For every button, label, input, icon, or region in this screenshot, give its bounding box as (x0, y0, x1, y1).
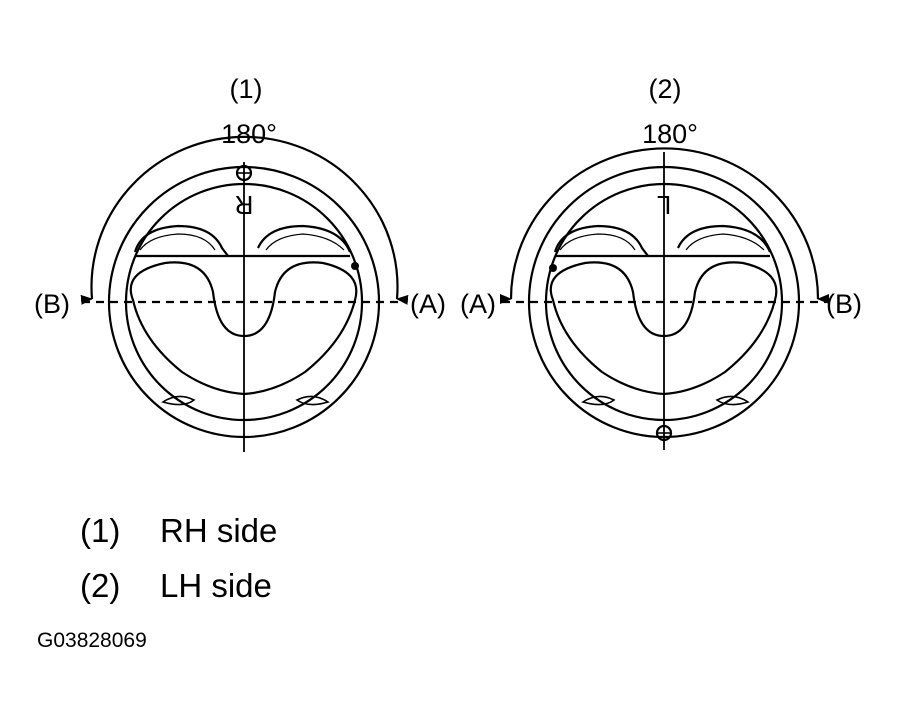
legend-text: LH side (160, 567, 272, 604)
valve-relief-left-2 (553, 224, 649, 257)
skirt-notch-left-1 (161, 395, 196, 406)
valve-relief-right-2 (676, 224, 772, 253)
diagram-1-angle: 180° (221, 119, 277, 149)
legend-item-rh: (1) RH side (80, 512, 277, 550)
diagram-2-left-label: (A) (460, 289, 496, 319)
relief-shade-1 (139, 233, 216, 251)
diagram-1-left-label: (B) (34, 289, 70, 319)
legend-item-lh: (2) LH side (80, 567, 272, 605)
rotation-arc-1 (80, 135, 409, 305)
dot-mark-1 (351, 262, 359, 270)
relief-shade-2 (559, 233, 636, 251)
relief-shade-2b (685, 233, 765, 251)
diagram-2-right-label: (B) (826, 289, 862, 319)
piston-lh: (2) 180° L (A) (B) (460, 74, 862, 450)
skirt-notch-left-2 (581, 395, 616, 406)
combustion-bowl-2 (549, 261, 778, 396)
piston-rh: (1) 180° R (B) (A) (34, 74, 446, 452)
diagram-1-right-label: (A) (410, 289, 446, 319)
skirt-notch-right-2 (715, 395, 750, 406)
legend-number: (1) (80, 512, 121, 549)
legend-number: (2) (80, 567, 121, 604)
diagram-1-number: (1) (230, 74, 263, 104)
combustion-bowl-1 (129, 261, 358, 396)
relief-shade-1b (265, 233, 345, 251)
stamp-letter-1: R (235, 190, 254, 220)
dot-mark-2 (549, 264, 557, 272)
figure-code: G03828069 (37, 629, 147, 652)
rotation-arc-2 (499, 147, 830, 304)
diagram-2-number: (2) (649, 74, 682, 104)
skirt-notch-right-1 (295, 395, 330, 406)
legend-text: RH side (160, 512, 278, 549)
stamp-letter-2: L (657, 190, 671, 220)
diagram-2-angle: 180° (642, 119, 698, 149)
valve-relief-right-1 (256, 224, 352, 253)
valve-relief-left-1 (133, 224, 229, 257)
